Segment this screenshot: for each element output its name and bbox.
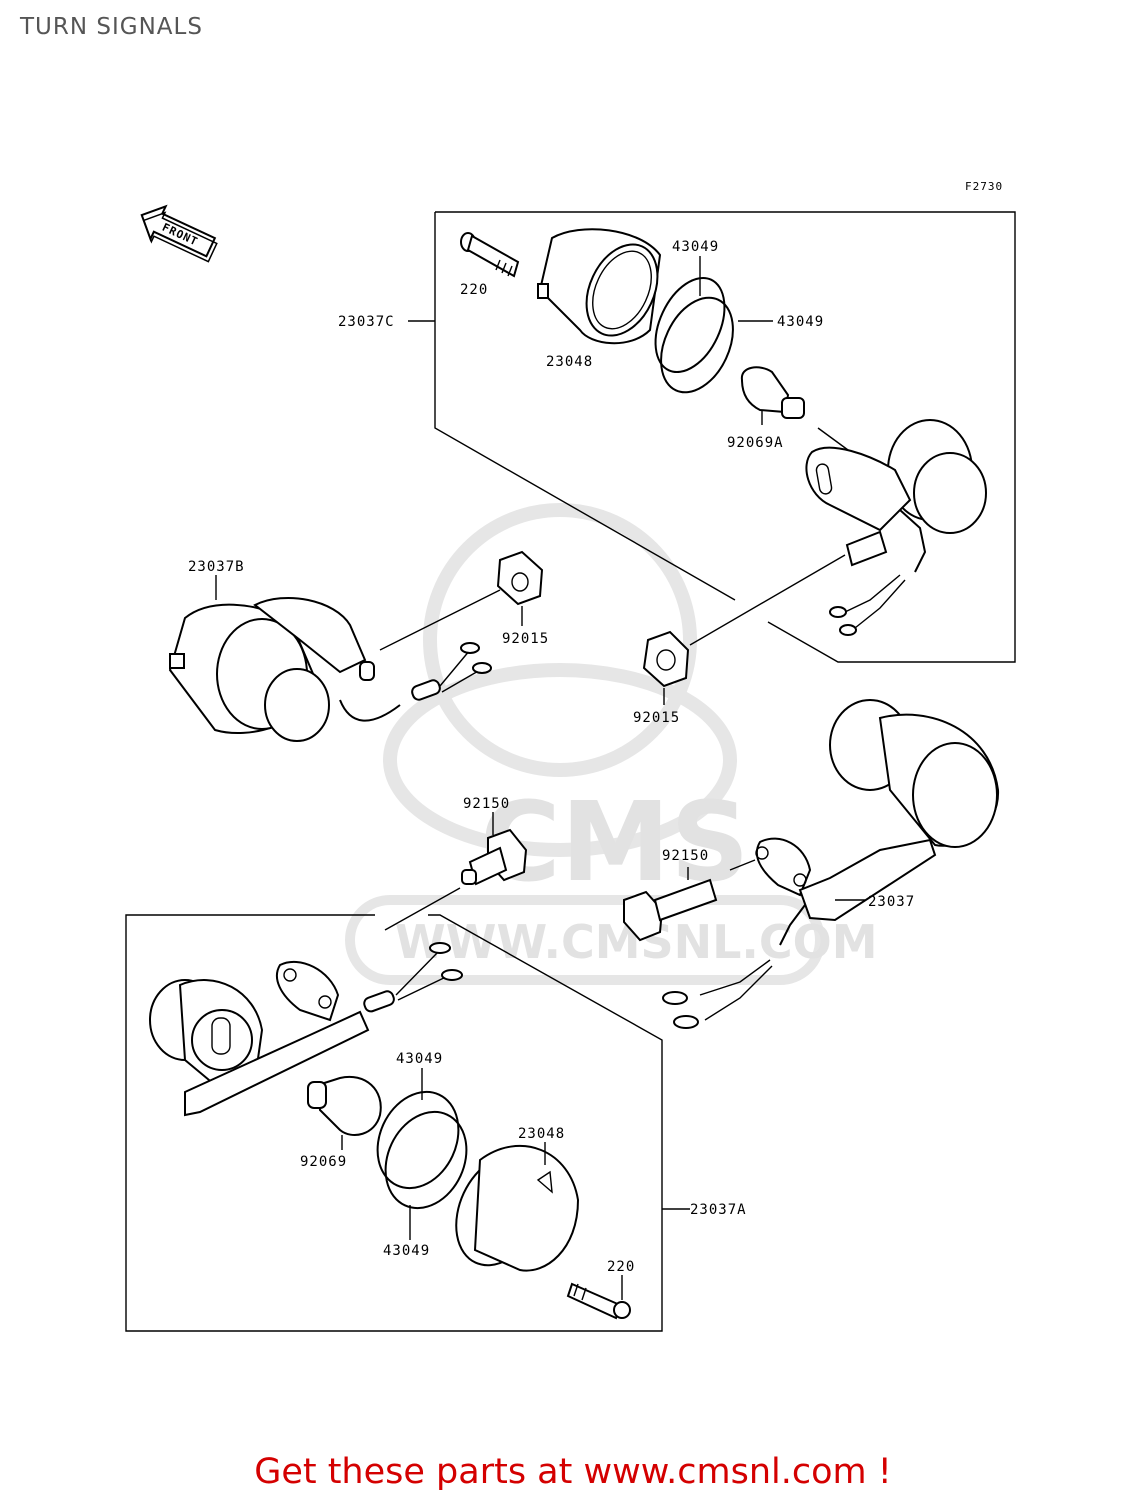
bulb-92069a [740, 366, 805, 425]
label-43049-a: 43049 [672, 239, 719, 255]
label-23037b: 23037B [188, 559, 245, 575]
watermark: CMS WWW.CMSNL.COM [345, 503, 878, 985]
label-43049-b: 43049 [777, 314, 824, 330]
figure-code: F2730 [965, 180, 1003, 193]
signal-housing-23037a [149, 942, 463, 1117]
label-23037a: 23037A [690, 1202, 747, 1218]
label-220-bottom: 220 [607, 1259, 635, 1275]
label-43049-d: 43049 [383, 1243, 430, 1259]
label-92015-b: 92015 [633, 710, 680, 726]
label-23037c: 23037C [338, 314, 395, 330]
signal-housing-23037b [168, 597, 492, 742]
label-43049-c: 43049 [396, 1051, 443, 1067]
nut-92015-b [642, 630, 690, 688]
bolt-220-bottom [566, 1282, 631, 1320]
bolt-92150-a [461, 828, 528, 886]
bolt-92150-b [623, 878, 718, 942]
label-92069: 92069 [300, 1154, 347, 1170]
label-92069a: 92069A [727, 435, 784, 451]
footer-link[interactable]: Get these parts at www.cmsnl.com ! [254, 1452, 892, 1492]
page-title: TURN SIGNALS [20, 14, 203, 40]
lens-23048-bottom [455, 1144, 580, 1272]
label-23048-bottom: 23048 [518, 1126, 565, 1142]
bolt-220-top [460, 232, 520, 278]
front-arrow-icon: FRONT [140, 204, 218, 263]
lens-23048-top [537, 228, 662, 345]
label-92150-b: 92150 [662, 848, 709, 864]
signal-housing-23037 [662, 699, 1000, 1029]
nut-92015-a [496, 550, 544, 606]
label-23048-top: 23048 [546, 354, 593, 370]
label-92150-a: 92150 [463, 796, 510, 812]
bulb-92069 [307, 1075, 382, 1136]
label-220-top: 220 [460, 282, 488, 298]
label-23037: 23037 [868, 894, 915, 910]
footer-promo[interactable]: Get these parts at www.cmsnl.com ! [0, 1452, 1146, 1492]
label-92015-a: 92015 [502, 631, 549, 647]
signal-housing-23037c [805, 419, 987, 636]
